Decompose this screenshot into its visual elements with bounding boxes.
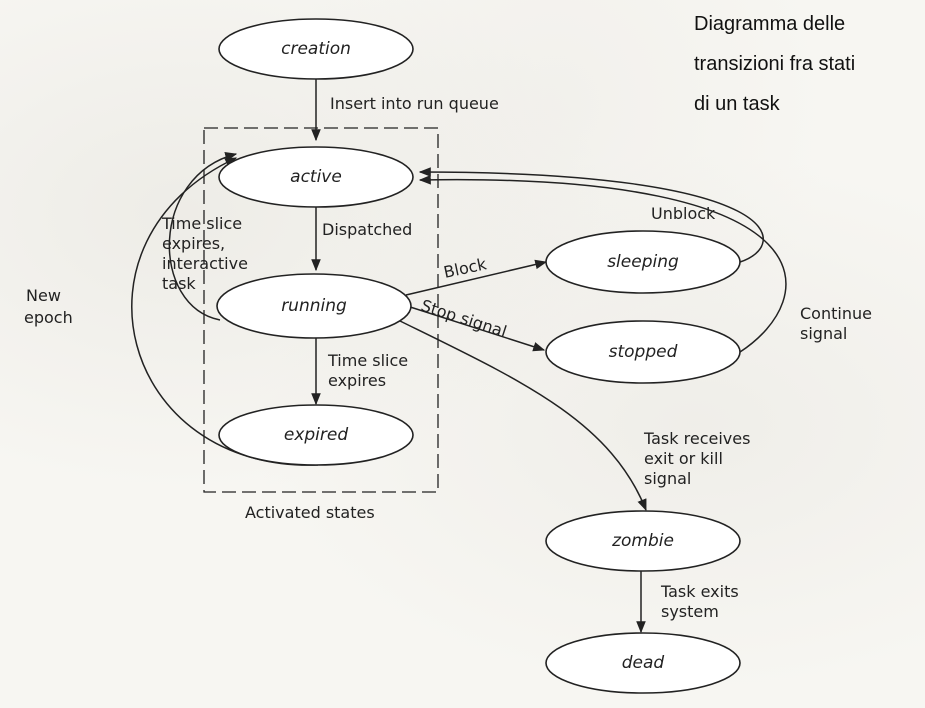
edge-timeslice-interactive xyxy=(168,152,238,321)
edge-unblock xyxy=(418,167,764,263)
label-insert: Insert into run queue xyxy=(330,94,499,113)
state-running: running xyxy=(216,273,412,339)
state-running-label: running xyxy=(281,296,347,316)
title-line-1: Diagramma delle xyxy=(694,13,846,35)
state-zombie: zombie xyxy=(545,510,741,572)
state-stopped: stopped xyxy=(545,320,741,384)
edge-kill xyxy=(397,319,647,512)
state-dead: dead xyxy=(545,632,741,694)
label-continue-signal: Continue signal xyxy=(800,304,877,343)
label-kill: Task receives exit or kill signal xyxy=(643,429,756,488)
state-creation-label: creation xyxy=(281,39,351,59)
state-stopped-label: stopped xyxy=(609,342,678,362)
state-sleeping-label: sleeping xyxy=(607,252,679,272)
edge-block xyxy=(405,259,548,296)
label-stop-signal: Stop signal xyxy=(419,296,509,342)
label-timeslice-interactive: Time slice expires, interactive task xyxy=(161,214,253,293)
edge-continue-signal xyxy=(418,174,787,353)
state-active: active xyxy=(218,146,414,208)
activated-states-label: Activated states xyxy=(245,503,375,522)
title-line-3: di un task xyxy=(694,93,780,115)
state-creation: creation xyxy=(218,18,414,80)
diagram-title: Diagramma delle transizioni fra stati di… xyxy=(694,4,920,124)
label-dispatched: Dispatched xyxy=(322,220,412,239)
state-sleeping: sleeping xyxy=(545,230,741,294)
label-new-epoch: New epoch xyxy=(24,286,73,327)
state-expired-label: expired xyxy=(284,425,348,445)
edge-stop-signal xyxy=(403,304,546,352)
state-zombie-label: zombie xyxy=(611,531,674,551)
title-line-2: transizioni fra stati xyxy=(694,53,856,75)
label-unblock: Unblock xyxy=(651,204,716,223)
label-exit: Task exits system xyxy=(660,582,744,621)
state-active-label: active xyxy=(290,167,342,187)
state-expired: expired xyxy=(218,404,414,466)
state-dead-label: dead xyxy=(622,653,665,673)
activated-states-box xyxy=(203,127,439,493)
label-timeslice: Time slice expires xyxy=(327,351,413,390)
